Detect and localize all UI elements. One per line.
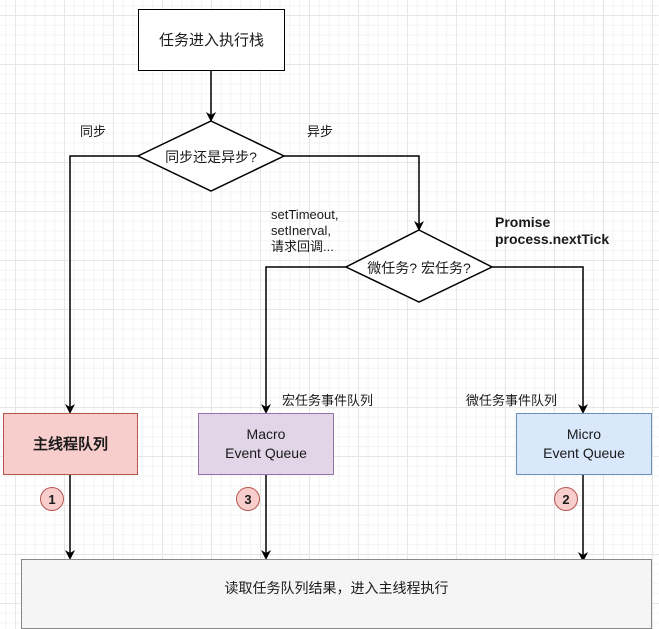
- start-node-label: 任务进入执行栈: [158, 31, 264, 49]
- decision-sync-shape: [136, 120, 286, 192]
- final-execution-label: 读取任务队列结果，进入主线程执行: [224, 580, 449, 596]
- edge-label-macro-examples: setTimeout, setInerval, 请求回调...: [271, 207, 339, 254]
- edge-label-sync: 同步: [80, 124, 107, 139]
- macro-event-queue-label: Macro Event Queue: [225, 426, 307, 461]
- edge-label-macro-queue: 宏任务事件队列: [282, 393, 374, 408]
- decision-task-type-label: 微任务? 宏任务?: [367, 260, 471, 276]
- start-node[interactable]: 任务进入执行栈: [138, 9, 285, 71]
- macro-event-queue-node[interactable]: Macro Event Queue: [198, 413, 334, 475]
- edge-label-micro-examples: Promise process.nextTick: [495, 214, 610, 247]
- order-badge-macro: 3: [236, 487, 260, 511]
- edge-async: [284, 155, 424, 231]
- micro-event-queue-node[interactable]: Micro Event Queue: [516, 413, 652, 475]
- decision-task-type-shape: [344, 229, 494, 303]
- edge-label-async: 异步: [307, 124, 334, 139]
- edge-micro: [492, 266, 588, 414]
- edge-label-micro-queue: 微任务事件队列: [466, 393, 558, 408]
- final-execution-node[interactable]: 读取任务队列结果，进入主线程执行: [21, 559, 652, 629]
- order-badge-micro: 2: [554, 487, 578, 511]
- edge-sync: [65, 155, 138, 414]
- main-thread-queue-label: 主线程队列: [32, 435, 108, 453]
- order-badge-main: 1: [40, 487, 64, 511]
- decision-sync-label: 同步还是异步?: [165, 149, 257, 165]
- edge-macro: [261, 266, 346, 414]
- micro-event-queue-label: Micro Event Queue: [543, 426, 625, 461]
- connector-layer: [65, 71, 588, 562]
- main-thread-queue-node[interactable]: 主线程队列: [3, 413, 138, 475]
